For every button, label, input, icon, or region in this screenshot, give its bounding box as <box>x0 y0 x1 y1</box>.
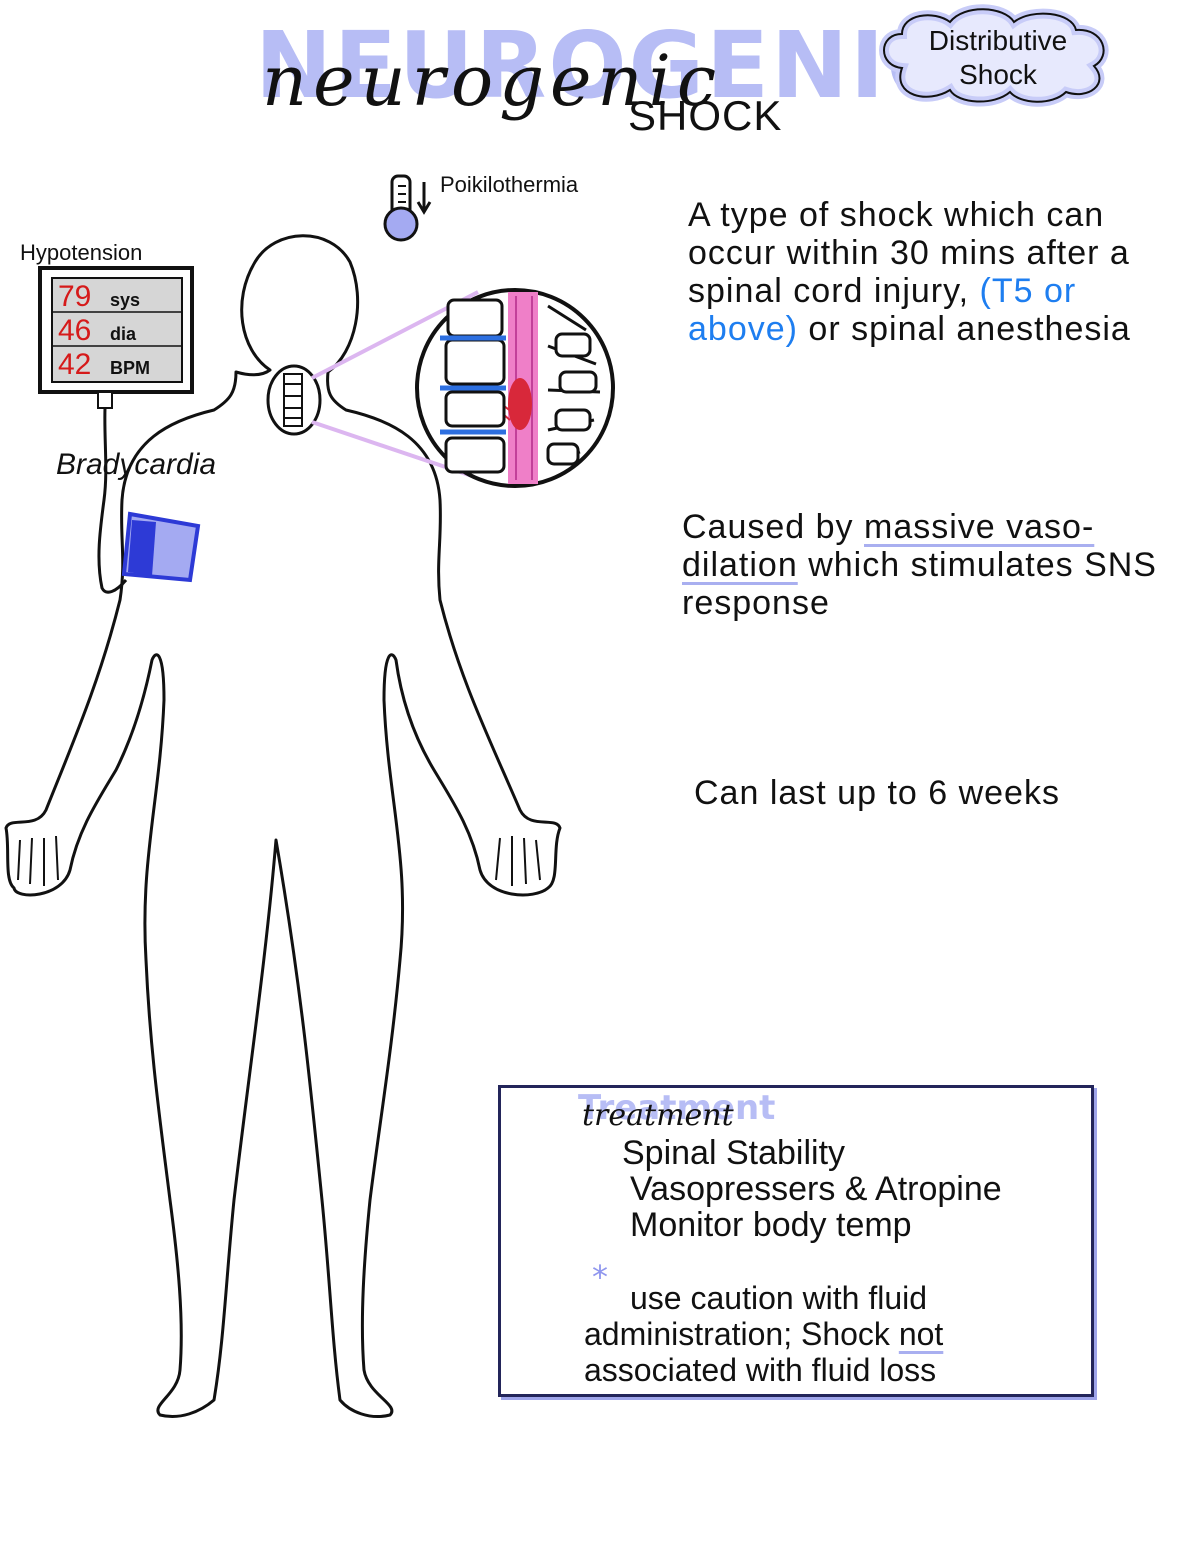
duration-paragraph: Can last up to 6 weeks <box>694 774 1060 812</box>
definition-text-1: A type of shock which can occur within 3… <box>688 196 1130 310</box>
star-icon: * <box>592 1258 608 1296</box>
definition-paragraph: A type of shock which can occur within 3… <box>688 196 1168 348</box>
monitor-row-sys: 79 sys <box>58 280 140 314</box>
hypotension-label: Hypotension <box>20 240 143 265</box>
monitor-row-dia: 46 dia <box>58 314 136 348</box>
title-subtitle: SHOCK <box>628 92 783 139</box>
treatment-box <box>498 1085 1094 1397</box>
spine-zoom <box>415 288 615 488</box>
monitor-bpm-value: 42 <box>58 348 92 381</box>
cause-text-1: Caused by <box>682 508 854 546</box>
monitor-dia-unit: dia <box>110 324 137 344</box>
monitor-bpm-unit: BPM <box>110 358 150 378</box>
cloud-icon <box>879 4 1109 107</box>
body-outline <box>4 234 562 1418</box>
note-text-1: use caution with fluid administration; S… <box>584 1280 928 1352</box>
monitor-sys-value: 79 <box>58 280 92 313</box>
monitor-row-bpm: 42 BPM <box>58 348 150 382</box>
cause-paragraph: Caused by massive vaso-dilation which st… <box>682 508 1162 622</box>
neck-marker <box>266 364 322 436</box>
treatment-title-highlight: Treatment <box>578 1088 776 1128</box>
poikilothermia-label: Poikilothermia <box>440 172 579 197</box>
treatment-title: treatment <box>582 1098 734 1133</box>
thermometer-icon <box>383 174 432 242</box>
title-highlight: NEUROGENIC <box>255 12 956 119</box>
note-emphasis: not <box>898 1316 944 1352</box>
treatment-item-2: Vasopressers & Atropine <box>630 1170 1002 1208</box>
title-script: neurogenic <box>262 40 723 122</box>
bp-monitor <box>38 266 194 594</box>
t5-highlight: (T5 or above) <box>688 272 1077 348</box>
distributive-shock-tag: Distributive Shock <box>888 24 1108 92</box>
treatment-item-3: Monitor body temp <box>630 1206 912 1244</box>
treatment-item-1: Spinal Stability <box>622 1134 846 1172</box>
body-illustration <box>4 174 615 1418</box>
monitor-sys-unit: sys <box>110 290 141 310</box>
treatment-note: use caution with fluid administration; S… <box>584 1280 1054 1388</box>
tag-line-1: Distributive <box>928 25 1068 56</box>
monitor-dia-value: 46 <box>58 314 92 347</box>
bp-cuff-icon <box>121 511 201 583</box>
definition-text-2: or spinal anesthesia <box>808 310 1131 348</box>
bradycardia-label: Bradycardia <box>56 448 217 481</box>
tag-line-2: Shock <box>959 59 1037 90</box>
cause-emphasis: massive vaso-dilation <box>682 508 1095 584</box>
cause-text-2: which stimulates SNS response <box>682 546 1157 622</box>
note-text-2: associated with fluid loss <box>584 1352 937 1388</box>
